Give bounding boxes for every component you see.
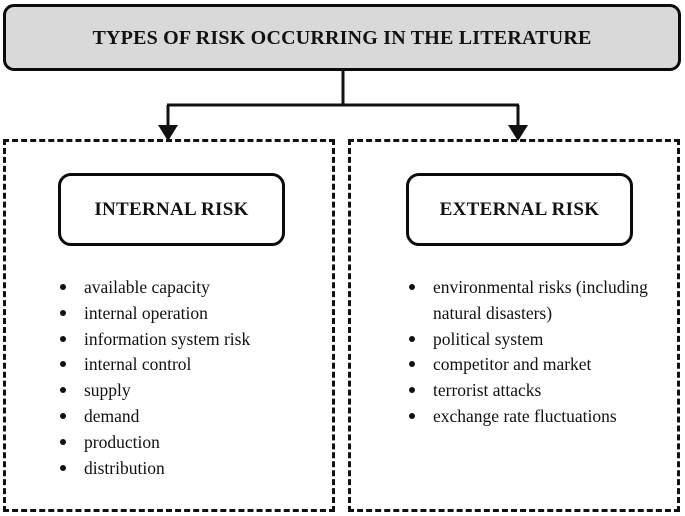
list-item-label: supply — [84, 380, 131, 401]
list-item-label: internal operation — [84, 302, 208, 323]
bullet-icon — [60, 387, 66, 394]
bullet-icon — [409, 387, 415, 394]
list-item-label: exchange rate fluctuations — [433, 405, 617, 426]
list-item-label: production — [84, 431, 160, 452]
list-item: environmental risks (including natural d… — [404, 275, 676, 327]
bullet-icon — [60, 361, 66, 368]
list-item-label: available capacity — [84, 277, 210, 297]
list-item-label: distribution — [84, 457, 165, 478]
bullet-icon — [60, 438, 66, 445]
list-item: terrorist attacks — [404, 378, 676, 404]
bullet-icon — [60, 284, 66, 290]
list-item: available capacity — [55, 275, 317, 301]
list-item: exchange rate fluctuations — [404, 404, 676, 430]
bullet-icon — [409, 335, 415, 342]
bullet-icon — [60, 335, 66, 342]
category-box-internal-risk: INTERNAL RISK — [58, 173, 285, 246]
bullet-icon — [60, 412, 66, 419]
category-label-external-risk: EXTERNAL RISK — [439, 198, 600, 220]
diagram-title: TYPES OF RISK OCCURRING IN THE LITERATUR… — [92, 26, 592, 49]
list-item: demand — [55, 404, 317, 430]
panel-external-risk: EXTERNAL RISK environmental risks (inclu… — [348, 139, 680, 512]
list-item: information system risk — [55, 327, 317, 353]
list-item-label: terrorist attacks — [433, 380, 542, 401]
list-item: supply — [55, 378, 317, 404]
list-item: distribution — [55, 456, 317, 482]
category-box-external-risk: EXTERNAL RISK — [406, 173, 633, 246]
list-item-label: political system — [433, 328, 544, 349]
list-item: political system — [404, 327, 676, 353]
arrow-down-icon-left — [158, 125, 178, 141]
list-item-label: competitor and market — [433, 354, 592, 375]
bullet-icon — [409, 361, 415, 368]
arrow-down-icon-right — [508, 125, 528, 141]
list-item-label: information system risk — [84, 328, 251, 349]
diagram-title-box: TYPES OF RISK OCCURRING IN THE LITERATUR… — [3, 4, 681, 71]
list-item-label: environmental risks (including natural d… — [433, 277, 648, 323]
bullet-icon — [60, 464, 66, 471]
list-item: internal control — [55, 352, 317, 378]
category-label-internal-risk: INTERNAL RISK — [94, 198, 249, 220]
list-item: internal operation — [55, 301, 317, 327]
panel-internal-risk: INTERNAL RISK available capacity interna… — [3, 139, 335, 512]
bullet-icon — [409, 284, 415, 290]
list-item-label: demand — [84, 405, 140, 426]
list-item: production — [55, 430, 317, 456]
risk-list-external: environmental risks (including natural d… — [404, 275, 676, 430]
list-item-label: internal control — [84, 354, 192, 375]
list-item: competitor and market — [404, 352, 676, 378]
connector-lines — [158, 68, 528, 141]
bullet-icon — [409, 412, 415, 419]
bullet-icon — [60, 309, 66, 316]
risk-list-internal: available capacity internal operation in… — [55, 275, 317, 481]
